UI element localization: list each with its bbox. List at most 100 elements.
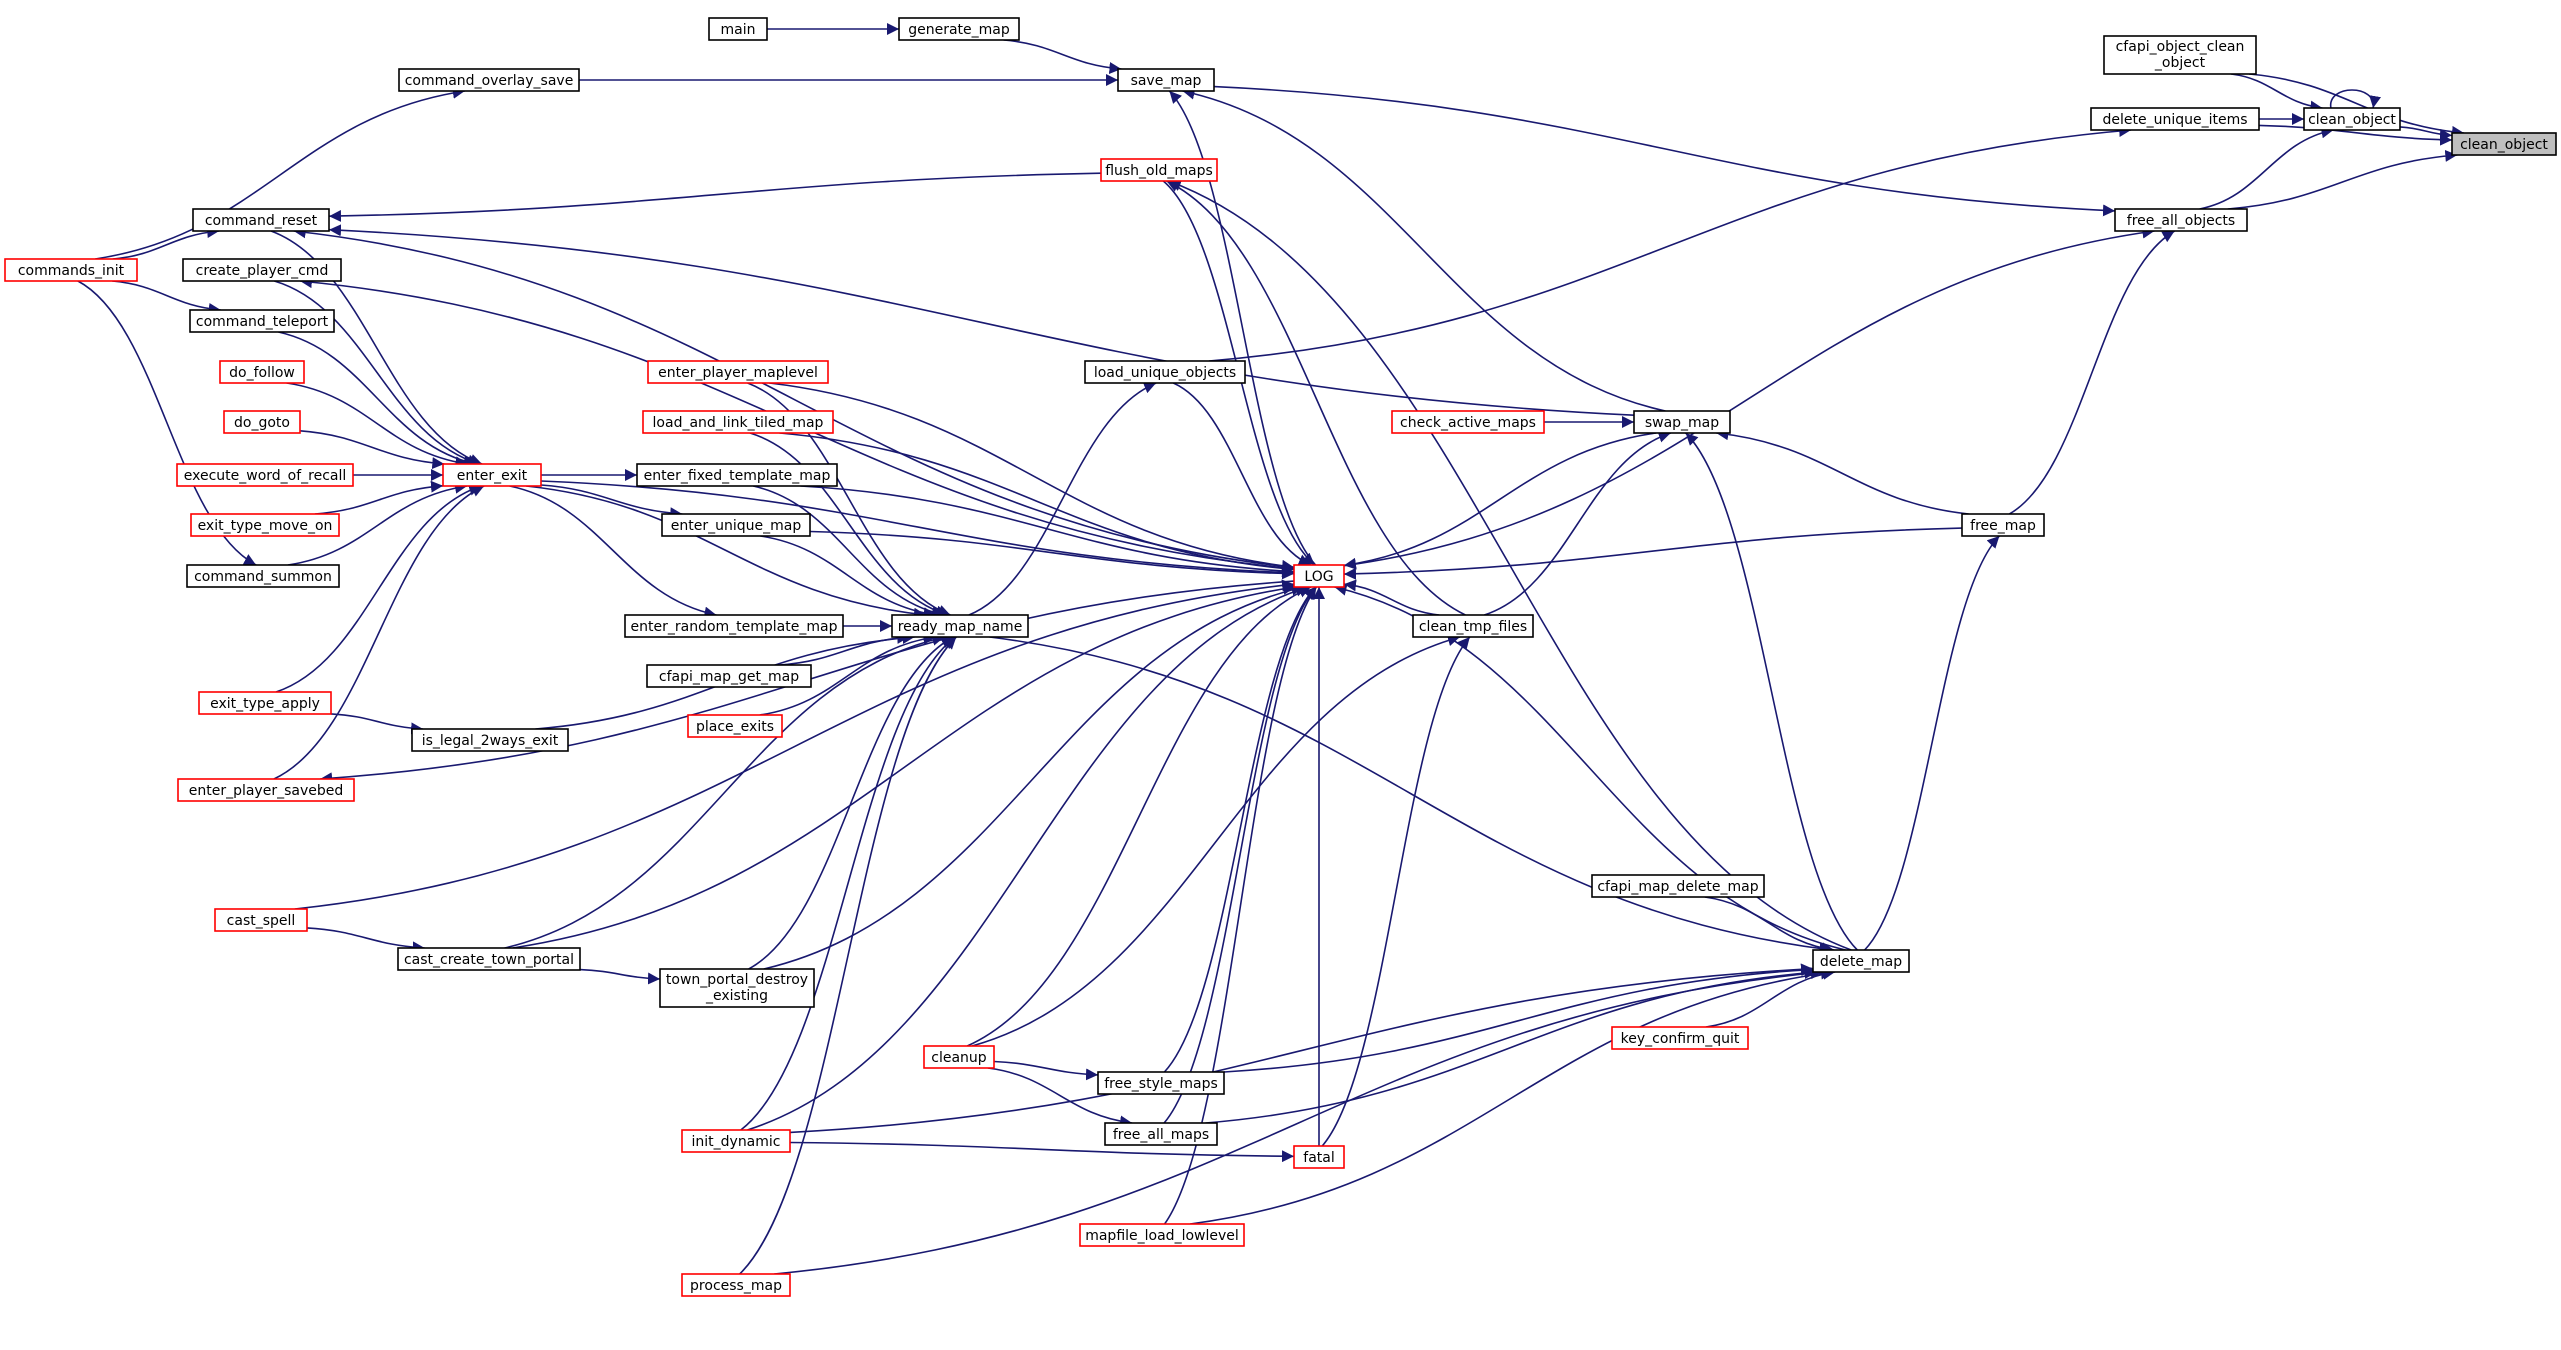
node-label: cfapi_object_clean (2116, 39, 2245, 55)
node-delete_map[interactable]: delete_map (1812, 949, 1910, 973)
node-town_portal_destroy_existing[interactable]: town_portal_destroy_existing (659, 968, 815, 1008)
node-label: swap_map (1645, 415, 1719, 431)
node-label: command_overlay_save (405, 73, 574, 89)
node-box (681, 1129, 791, 1153)
node-execute_word_of_recall[interactable]: execute_word_of_recall (176, 463, 354, 487)
node-cfapi_map_get_map[interactable]: cfapi_map_get_map (646, 664, 812, 688)
node-enter_exit[interactable]: enter_exit (442, 463, 542, 487)
edge-clean_object-to-clean_object (2330, 89, 2381, 109)
edge-cfapi_object_clean_object-to-clean_object_focus (2249, 73, 2465, 138)
node-box (891, 614, 1029, 638)
node-free_style_maps[interactable]: free_style_maps (1097, 1071, 1225, 1095)
node-save_map[interactable]: save_map (1117, 68, 1215, 92)
node-exit_type_move_on[interactable]: exit_type_move_on (190, 513, 340, 537)
node-mapfile_load_lowlevel[interactable]: mapfile_load_lowlevel (1079, 1223, 1245, 1247)
node-label: free_style_maps (1104, 1076, 1218, 1092)
node-flush_old_maps[interactable]: flush_old_maps (1100, 158, 1218, 182)
node-box (646, 664, 812, 688)
node-label: mapfile_load_lowlevel (1085, 1228, 1239, 1244)
node-label: do_goto (234, 415, 290, 431)
node-do_goto[interactable]: do_goto (223, 410, 301, 434)
node-box (397, 947, 581, 971)
node-label: execute_word_of_recall (184, 468, 347, 484)
edge-swap_map-to-save_map (1182, 87, 1666, 412)
node-enter_player_maplevel[interactable]: enter_player_maplevel (647, 360, 829, 384)
node-clean_object_focus[interactable]: clean_object (2451, 132, 2557, 156)
edge-LOG-to-save_map (1168, 90, 1317, 566)
node-place_exits[interactable]: place_exits (687, 714, 783, 738)
node-label: command_summon (194, 569, 332, 585)
node-box (190, 513, 340, 537)
node-cleanup[interactable]: cleanup (923, 1045, 995, 1069)
node-cfapi_object_clean_object[interactable]: cfapi_object_clean_object (2103, 35, 2257, 75)
edge-delete_map-to-flush_old_maps (1168, 179, 1852, 951)
node-fatal[interactable]: fatal (1293, 1145, 1345, 1169)
node-load_unique_objects[interactable]: load_unique_objects (1084, 360, 1246, 384)
node-free_all_objects[interactable]: free_all_objects (2114, 208, 2248, 232)
node-box (2090, 107, 2260, 131)
node-label: clean_object (2308, 112, 2396, 128)
node-box (1097, 1071, 1225, 1095)
node-label: check_active_maps (1400, 415, 1536, 431)
node-cast_create_town_portal[interactable]: cast_create_town_portal (397, 947, 581, 971)
edge-commands_init-to-command_overlay_save (95, 86, 465, 260)
edge-enter_exit-to-ready_map_name (526, 485, 926, 620)
node-label: exit_type_apply (210, 696, 320, 712)
node-exit_type_apply[interactable]: exit_type_apply (198, 691, 332, 715)
edge-mapfile_load_lowlevel-to-LOG (1163, 586, 1318, 1225)
node-label: key_confirm_quit (1621, 1031, 1740, 1047)
edge-enter_exit-to-enter_random_template_map (509, 485, 717, 619)
node-label: enter_exit (457, 468, 528, 484)
node-process_map[interactable]: process_map (681, 1273, 791, 1297)
nodes-layer: main generate_map save_map command_overlay_… (4, 17, 2557, 1297)
node-free_all_maps[interactable]: free_all_maps (1104, 1122, 1218, 1146)
node-command_reset[interactable]: command_reset (192, 208, 330, 232)
node-commands_init[interactable]: commands_init (4, 258, 138, 282)
node-is_legal_2ways_exit[interactable]: is_legal_2ways_exit (411, 728, 569, 752)
node-cfapi_map_delete_map[interactable]: cfapi_map_delete_map (1591, 874, 1765, 898)
node-cast_spell[interactable]: cast_spell (214, 908, 308, 932)
edge-town_portal_destroy_existing-to-LOG (763, 583, 1304, 970)
edge-init_dynamic-to-delete_map (789, 963, 1814, 1134)
node-do_follow[interactable]: do_follow (219, 360, 305, 384)
node-enter_random_template_map[interactable]: enter_random_template_map (624, 614, 844, 638)
node-main[interactable]: main (708, 17, 768, 41)
node-enter_fixed_template_map[interactable]: enter_fixed_template_map (636, 463, 838, 487)
node-label: clean_object (2460, 137, 2548, 153)
node-command_teleport[interactable]: command_teleport (189, 309, 335, 333)
edge-generate_map-to-save_map (1003, 39, 1122, 75)
node-label: enter_unique_map (671, 518, 802, 534)
node-label: fatal (1303, 1150, 1334, 1166)
edge-load_and_link_tiled_map-to-ready_map_name (749, 432, 949, 618)
node-label: enter_random_template_map (631, 619, 838, 635)
node-box (1812, 949, 1910, 973)
node-generate_map[interactable]: generate_map (898, 17, 1020, 41)
node-enter_unique_map[interactable]: enter_unique_map (661, 513, 811, 537)
node-enter_player_savebed[interactable]: enter_player_savebed (177, 778, 355, 802)
node-load_and_link_tiled_map[interactable]: load_and_link_tiled_map (642, 410, 834, 434)
node-box (923, 1045, 995, 1069)
edge-free_map-to-swap_map (1716, 428, 1969, 515)
node-create_player_cmd[interactable]: create_player_cmd (182, 258, 342, 282)
node-label: clean_tmp_files (1419, 619, 1527, 635)
node-command_overlay_save[interactable]: command_overlay_save (398, 68, 580, 92)
node-ready_map_name[interactable]: ready_map_name (891, 614, 1029, 638)
node-label: load_unique_objects (1094, 365, 1236, 381)
node-clean_tmp_files[interactable]: clean_tmp_files (1412, 614, 1534, 638)
node-LOG[interactable]: LOG (1293, 564, 1345, 588)
edge-cleanup-to-free_style_maps (993, 1060, 1099, 1081)
node-box (442, 463, 542, 487)
edge-key_confirm_quit-to-delete_map (1705, 967, 1836, 1028)
node-swap_map[interactable]: swap_map (1633, 410, 1731, 434)
node-box (2103, 35, 2257, 75)
node-check_active_maps[interactable]: check_active_maps (1391, 410, 1545, 434)
node-free_map[interactable]: free_map (1961, 513, 2045, 537)
node-key_confirm_quit[interactable]: key_confirm_quit (1611, 1026, 1749, 1050)
node-delete_unique_items[interactable]: delete_unique_items (2090, 107, 2260, 131)
node-box (1591, 874, 1765, 898)
node-label: free_map (1970, 518, 2036, 534)
node-command_summon[interactable]: command_summon (186, 564, 340, 588)
node-init_dynamic[interactable]: init_dynamic (681, 1129, 791, 1153)
node-clean_object[interactable]: clean_object (2303, 107, 2401, 131)
node-box (1117, 68, 1215, 92)
